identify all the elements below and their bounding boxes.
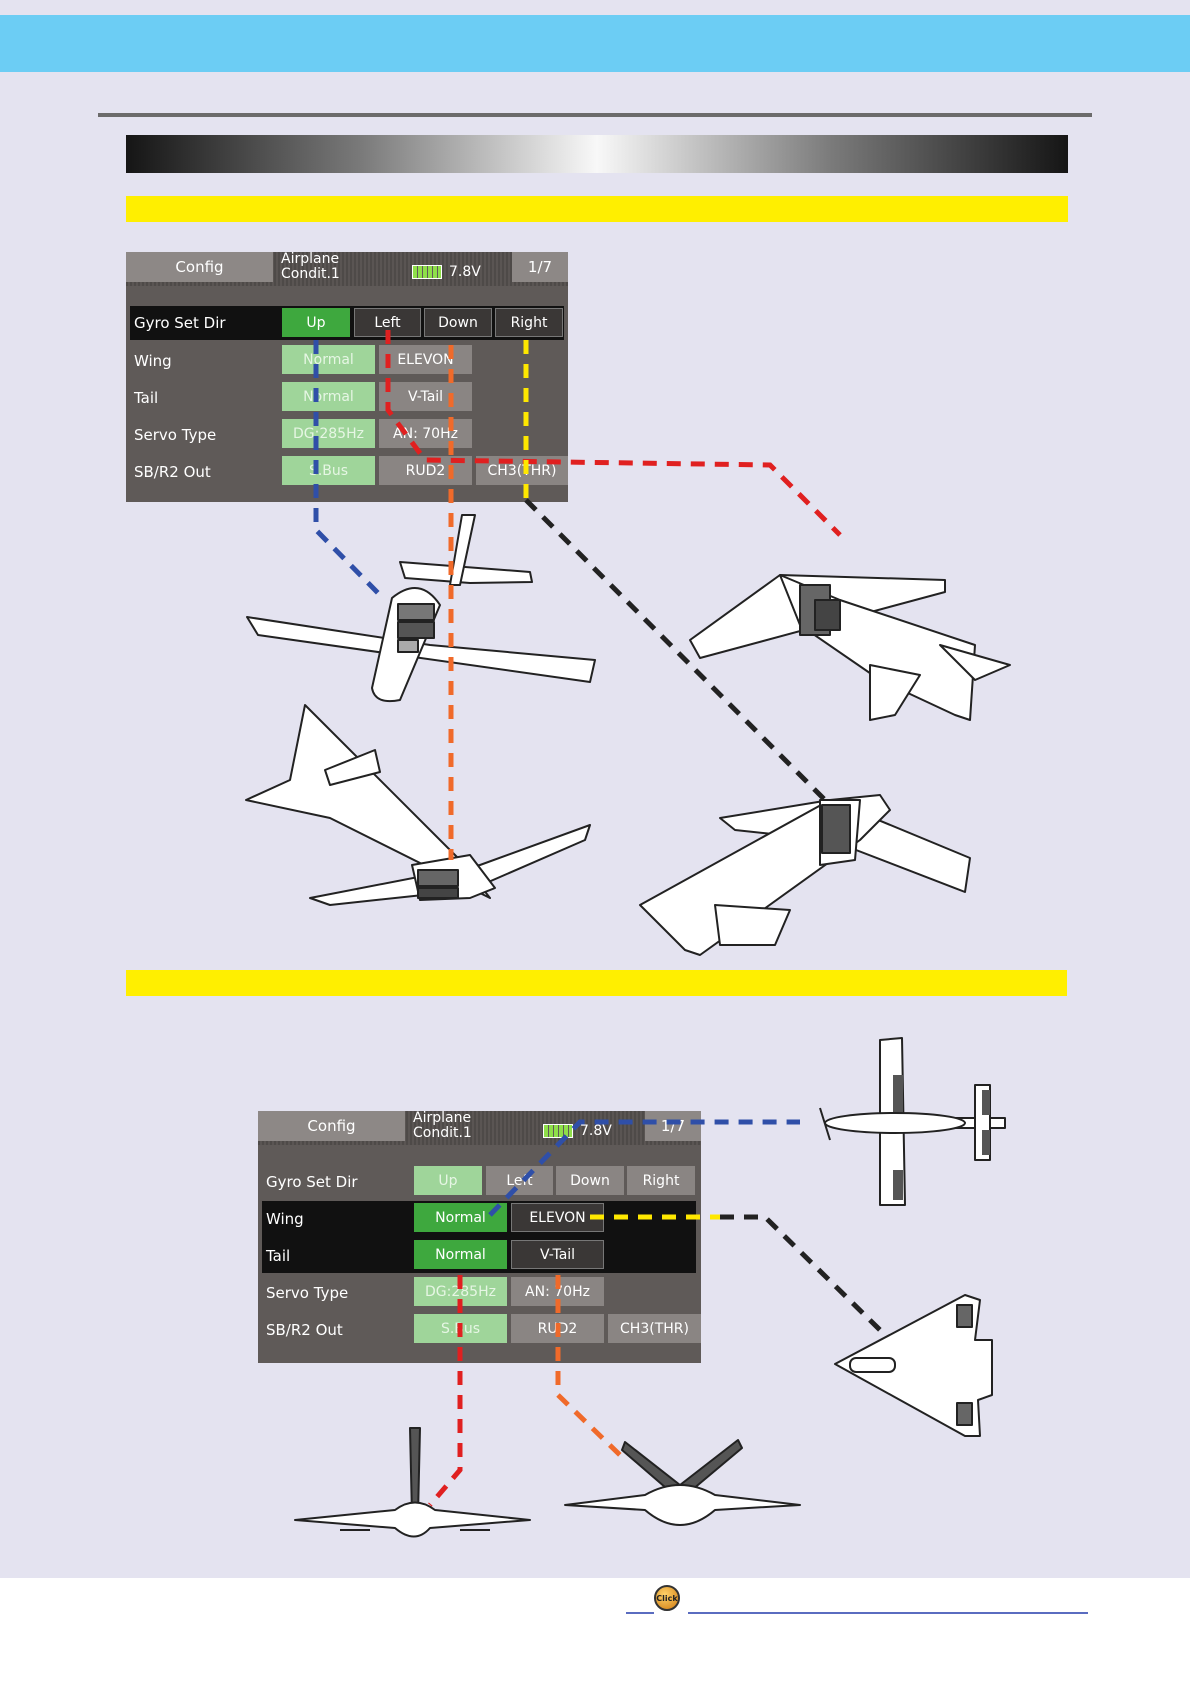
tail-rear-view-vtail	[564, 1439, 801, 1526]
airplane-right-orientation	[639, 794, 971, 956]
wing-label: Wing	[134, 352, 172, 370]
config-screen-1: Config Airplane Condit.1 7.8V 1/7 Gyro S…	[126, 252, 568, 502]
tail-label: Tail	[134, 389, 159, 407]
gyro-right-button[interactable]: Right	[627, 1166, 695, 1195]
airplane-top-view	[819, 1037, 1006, 1206]
battery-icon	[412, 265, 442, 279]
tail-label: Tail	[266, 1247, 291, 1265]
footer-link-line-left	[626, 1612, 654, 1614]
wing-normal-button[interactable]: Normal	[414, 1203, 507, 1232]
footer	[0, 1578, 1190, 1684]
config-tab[interactable]: Config	[258, 1111, 405, 1141]
gyro-down-button[interactable]: Down	[424, 308, 492, 337]
gyro-set-dir-label: Gyro Set Dir	[134, 314, 226, 332]
wing-elevon-button[interactable]: ELEVON	[379, 345, 472, 374]
airplane-left-orientation	[689, 574, 1011, 721]
battery-icon	[543, 1124, 573, 1138]
servo-an-button[interactable]: AN: 70Hz	[379, 419, 472, 448]
airplane-down-orientation	[245, 704, 591, 906]
model-name: Airplane	[413, 1110, 472, 1126]
airplane-up-orientation	[246, 514, 596, 703]
model-condition: Airplane Condit.1	[281, 252, 340, 282]
condition-name: Condit.1	[413, 1125, 472, 1141]
click-icon[interactable]: Click	[654, 1585, 680, 1611]
panel2-leader-lines	[428, 1119, 882, 1507]
highlight-bar-1	[126, 196, 1068, 222]
model-name: Airplane	[281, 251, 340, 267]
tail-vtail-button[interactable]: V-Tail	[379, 382, 472, 411]
footer-link-line-right	[688, 1612, 1088, 1614]
gyro-down-button[interactable]: Down	[556, 1166, 624, 1195]
sbr2-out-label: SB/R2 Out	[266, 1321, 343, 1339]
page-indicator[interactable]: 1/7	[512, 252, 568, 282]
model-condition: Airplane Condit.1	[413, 1111, 472, 1141]
gyro-left-button[interactable]: Left	[486, 1166, 553, 1195]
servo-dg-button[interactable]: DG:285Hz	[282, 419, 375, 448]
config-tab[interactable]: Config	[126, 252, 273, 282]
tail-rear-view-normal	[294, 1427, 531, 1538]
sbr2-out-label: SB/R2 Out	[134, 463, 211, 481]
wing-normal-button[interactable]: Normal	[282, 345, 375, 374]
battery-voltage: 7.8V	[449, 264, 481, 280]
wing-elevon-button[interactable]: ELEVON	[511, 1203, 604, 1232]
highlight-bar-2	[126, 970, 1067, 996]
config-screen-2: Config Airplane Condit.1 7.8V 1/7 Gyro S…	[258, 1111, 701, 1363]
sb-ch3-button[interactable]: CH3(THR)	[608, 1314, 701, 1343]
delta-wing-top-view	[834, 1294, 993, 1437]
tail-vtail-button[interactable]: V-Tail	[511, 1240, 604, 1269]
panel1-leader-lines	[313, 330, 842, 860]
battery-voltage: 7.8V	[580, 1123, 612, 1139]
header-band	[0, 15, 1190, 72]
title-gradient-bar	[126, 135, 1068, 173]
gyro-set-dir-label: Gyro Set Dir	[266, 1173, 358, 1191]
gyro-right-button[interactable]: Right	[495, 308, 563, 337]
gyro-up-button[interactable]: Up	[414, 1166, 482, 1195]
tail-normal-button[interactable]: Normal	[414, 1240, 507, 1269]
condition-name: Condit.1	[281, 266, 340, 282]
wing-label: Wing	[266, 1210, 304, 1228]
section-rule	[98, 113, 1092, 117]
servo-type-label: Servo Type	[134, 426, 217, 444]
sb-sbus-button[interactable]: S.Bus	[282, 456, 375, 485]
servo-type-label: Servo Type	[266, 1284, 349, 1302]
gyro-up-button[interactable]: Up	[282, 308, 350, 337]
